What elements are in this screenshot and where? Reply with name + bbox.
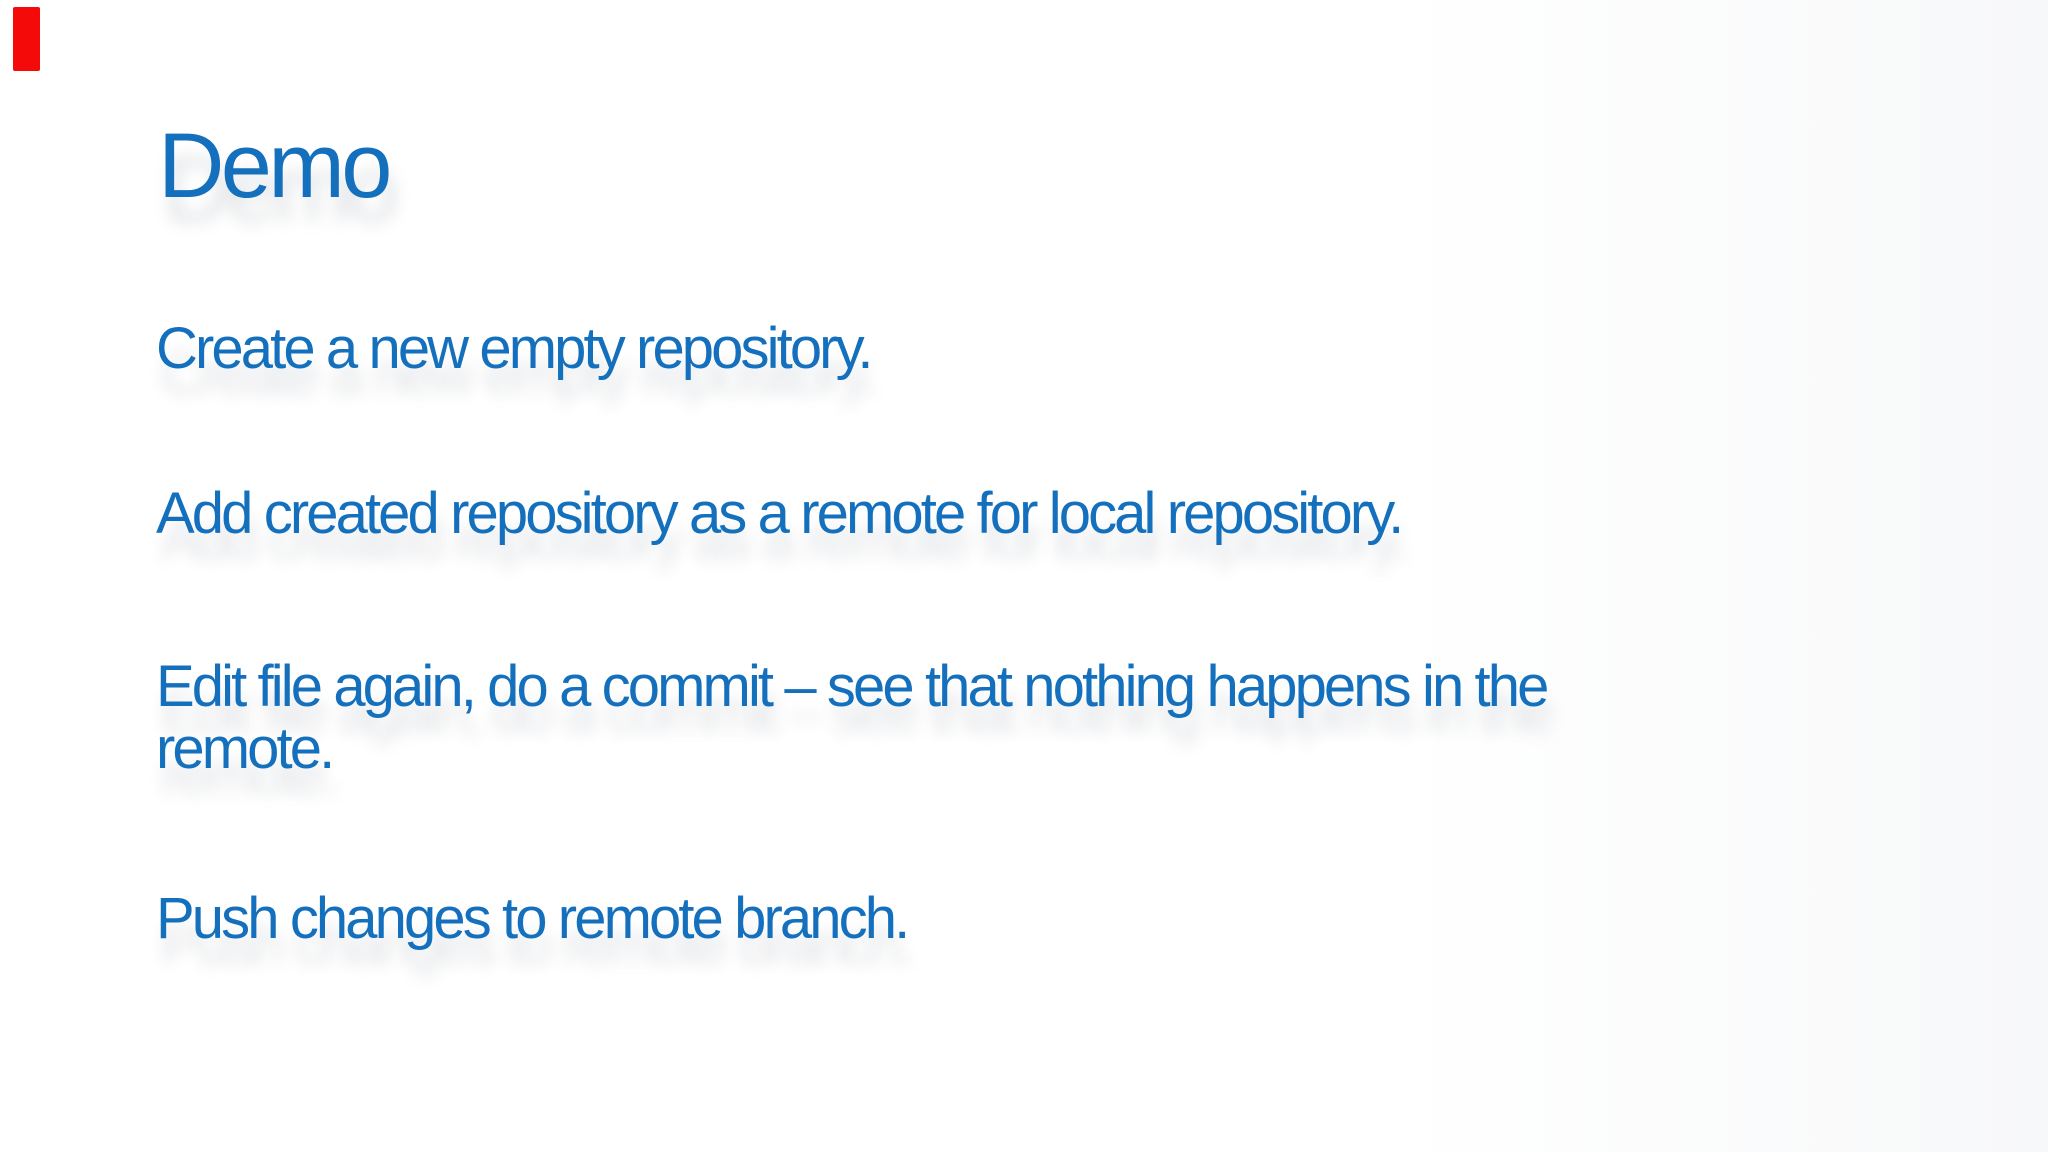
bullet-item: Push changes to remote branch.: [156, 886, 910, 951]
bullet-item: Add created repository as a remote for l…: [156, 481, 1404, 546]
bullet-text: remote.: [156, 716, 335, 781]
bullet-text: Push changes to remote branch.: [156, 886, 910, 951]
recording-indicator: [13, 7, 40, 71]
bullet-item: Create a new empty repository.: [156, 316, 874, 381]
bullet-text: Create a new empty repository.: [156, 316, 874, 381]
slide-title: Demo: [158, 115, 392, 217]
bullet-text: Edit file again, do a commit – see that …: [156, 654, 1549, 719]
bullet-item: Edit file again, do a commit – see that …: [156, 654, 1549, 781]
bullet-text: Add created repository as a remote for l…: [156, 481, 1404, 546]
